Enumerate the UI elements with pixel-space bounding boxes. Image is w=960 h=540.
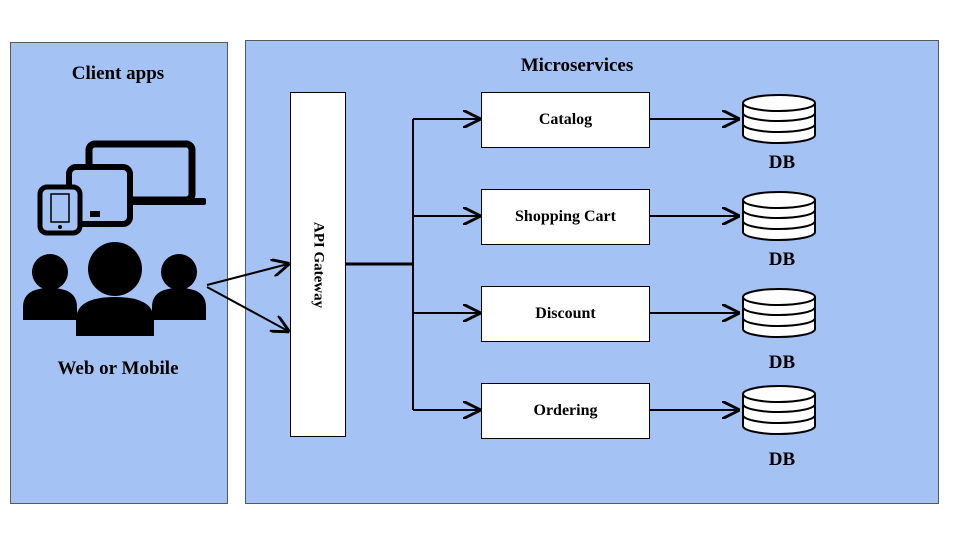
service-to-db-arrows: [650, 119, 738, 410]
api-gateway-box: API Gateway: [290, 92, 346, 437]
microservices-title: Microservices: [520, 55, 634, 76]
client-apps-subtitle: Web or Mobile: [57, 358, 179, 379]
database-icon: [742, 288, 816, 338]
db-label-catalog: DB: [768, 152, 796, 173]
users-icon: [23, 242, 206, 336]
db-label-discount: DB: [768, 352, 796, 373]
service-catalog: Catalog: [481, 92, 650, 148]
client-to-gateway-arrows: [206, 264, 288, 331]
database-icon: [742, 94, 816, 144]
gateway-to-services-connectors: [346, 119, 479, 410]
phone-icon: [37, 184, 83, 236]
database-icon: [742, 385, 816, 435]
service-shopping-cart: Shopping Cart: [481, 189, 650, 245]
client-apps-title: Client apps: [71, 63, 165, 84]
database-icon: [742, 191, 816, 241]
api-gateway-label: API Gateway: [310, 221, 327, 308]
service-ordering: Ordering: [481, 383, 650, 439]
db-label-ordering: DB: [768, 449, 796, 470]
service-discount: Discount: [481, 286, 650, 342]
db-label-shopping-cart: DB: [768, 249, 796, 270]
